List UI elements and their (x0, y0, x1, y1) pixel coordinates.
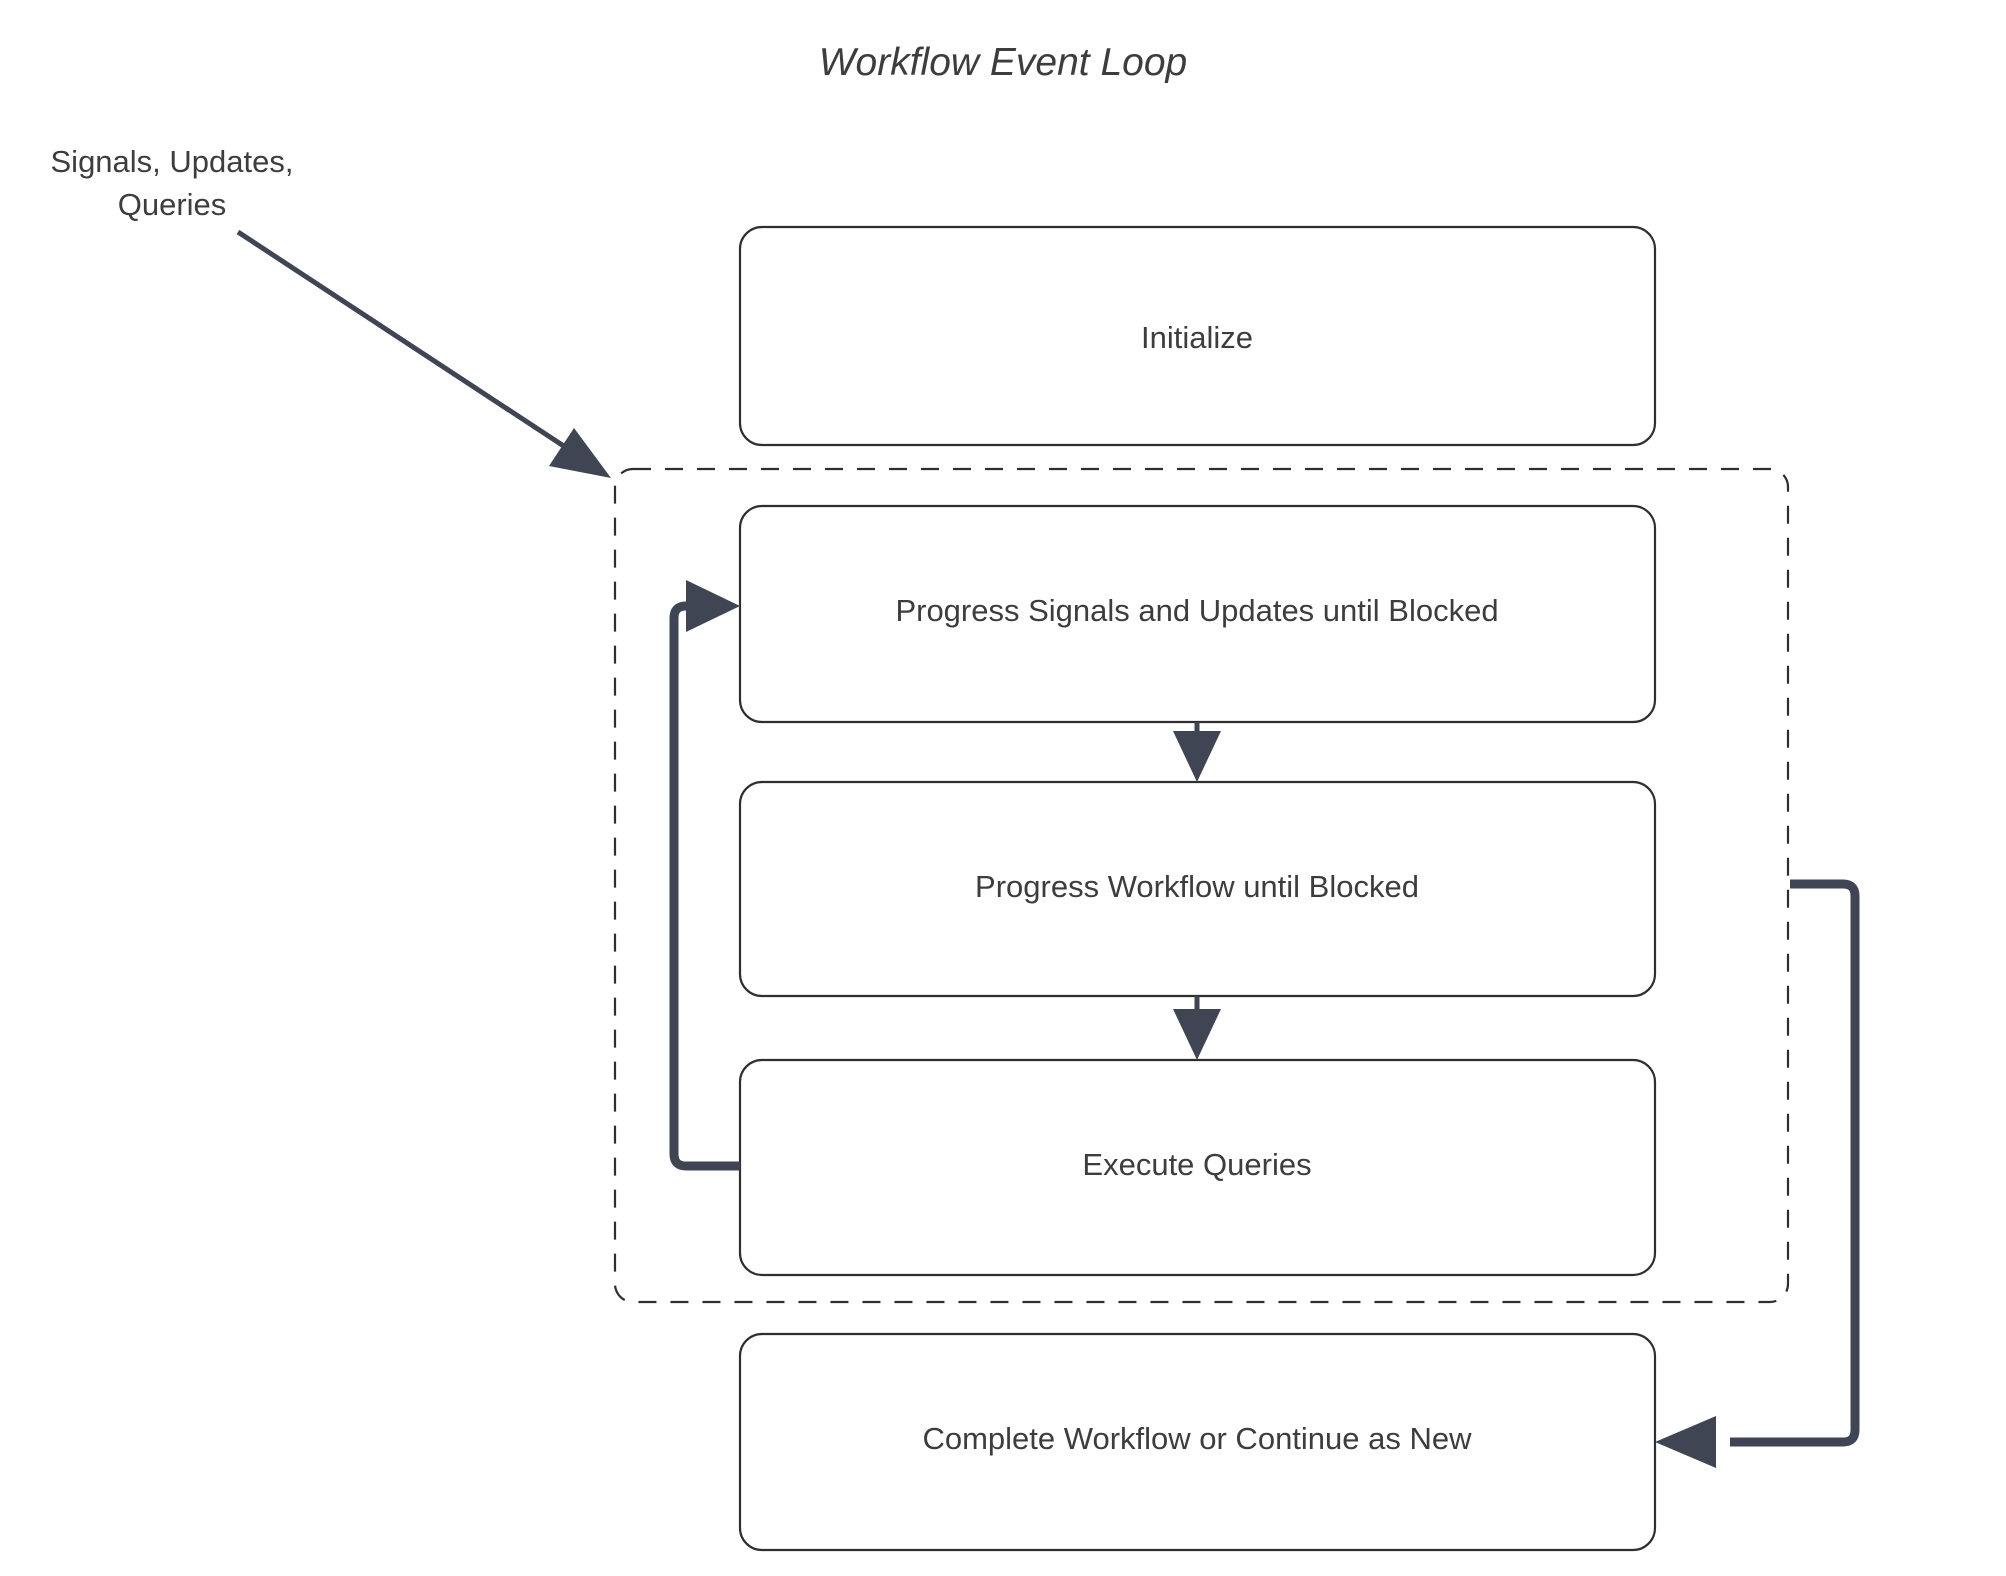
signals-updates-queries-label-line1: Signals, Updates, (51, 144, 294, 179)
edge-workflow-to-queries (1173, 996, 1221, 1060)
signals-updates-queries-label-line2: Queries (118, 187, 227, 222)
node-progress-workflow-label: Progress Workflow until Blocked (975, 869, 1419, 904)
arrowhead-queries-loop-back (686, 580, 740, 632)
node-progress-signals-updates-label: Progress Signals and Updates until Block… (895, 593, 1498, 628)
node-complete-workflow-label: Complete Workflow or Continue as New (922, 1421, 1472, 1456)
edge-external-input (236, 229, 611, 478)
event-loop-group-border (613, 467, 1790, 1304)
node-initialize-label: Initialize (1141, 320, 1253, 355)
node-execute-queries-label: Execute Queries (1082, 1147, 1311, 1182)
node-initialize[interactable]: Initialize (738, 225, 1657, 447)
diagram-title: Workflow Event Loop (819, 41, 1188, 84)
arrowhead-loop-exit-to-complete (1655, 1416, 1716, 1468)
node-progress-signals-updates[interactable]: Progress Signals and Updates until Block… (738, 504, 1657, 724)
edge-queries-loop-back (669, 580, 740, 1171)
node-progress-workflow[interactable]: Progress Workflow until Blocked (738, 780, 1657, 998)
arrowhead-signals-to-workflow (1173, 731, 1221, 782)
node-complete-workflow[interactable]: Complete Workflow or Continue as New (738, 1332, 1657, 1552)
node-execute-queries[interactable]: Execute Queries (738, 1058, 1657, 1277)
arrowhead-external-input (549, 428, 611, 478)
arrowhead-workflow-to-queries (1173, 1009, 1221, 1060)
node-initialize-box[interactable] (738, 225, 1657, 447)
edge-loop-exit-to-complete (1655, 879, 1860, 1468)
edge-signals-to-workflow (1173, 722, 1221, 782)
